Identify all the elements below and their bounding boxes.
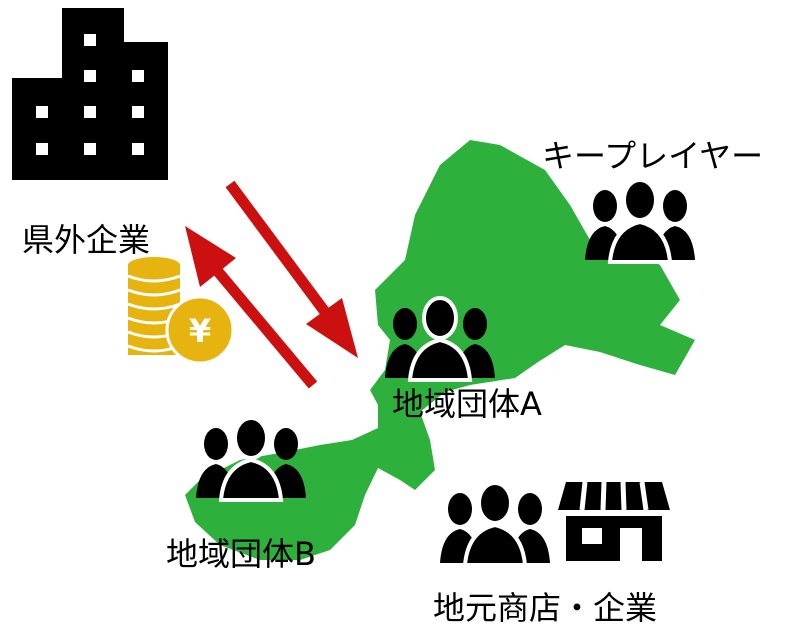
yen-symbol: ¥ [189, 312, 211, 350]
outside-company-label: 県外企業 [22, 221, 151, 259]
group-b-people-icon [194, 416, 308, 502]
yen-coin-icon: ¥ [165, 295, 235, 365]
arrow-to-region [225, 180, 358, 358]
storefront-icon [558, 481, 670, 561]
key-players-label: キープレイヤー [542, 137, 764, 175]
arrow-to-company [185, 226, 318, 389]
local-business-label: 地元商店・企業 [433, 589, 658, 627]
group-a-label: 地域団体A [392, 385, 542, 423]
group-a-people-icon [383, 296, 497, 382]
key-player-people-icon [583, 178, 697, 264]
office-building-icon [12, 8, 168, 180]
group-b-label: 地域団体B [166, 535, 316, 573]
local-people-icon [438, 481, 552, 567]
